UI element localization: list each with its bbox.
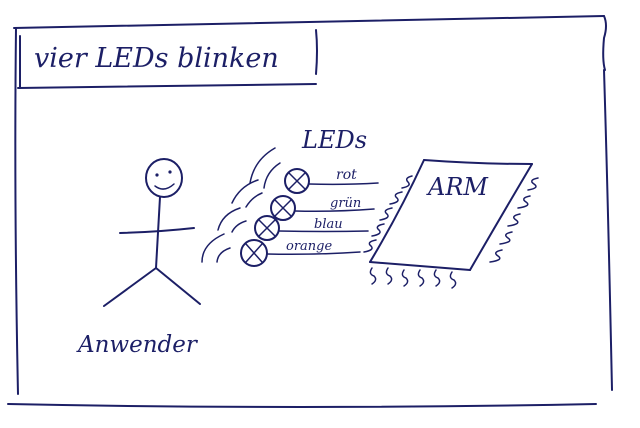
- arm-chip: [369, 159, 533, 271]
- title-text: vier LEDs blinken: [34, 43, 279, 74]
- led-label-rot: rot: [336, 167, 357, 183]
- user-label: Anwender: [76, 332, 199, 358]
- led-label-orange: orange: [286, 239, 332, 254]
- leds-heading: LEDs: [301, 126, 367, 154]
- outer-frame: [7, 15, 613, 408]
- chip-pins: [363, 175, 539, 289]
- led-4: [240, 239, 361, 267]
- led-label-blau: blau: [314, 217, 343, 232]
- led-label-gruen: grün: [330, 196, 361, 211]
- led-1: [284, 168, 379, 194]
- light-arcs: [201, 147, 281, 263]
- led-3: [254, 215, 369, 241]
- user-stick-figure: [103, 158, 201, 307]
- chip-label: ARM: [426, 173, 489, 201]
- led-2: [270, 195, 375, 221]
- title-box: [17, 29, 318, 89]
